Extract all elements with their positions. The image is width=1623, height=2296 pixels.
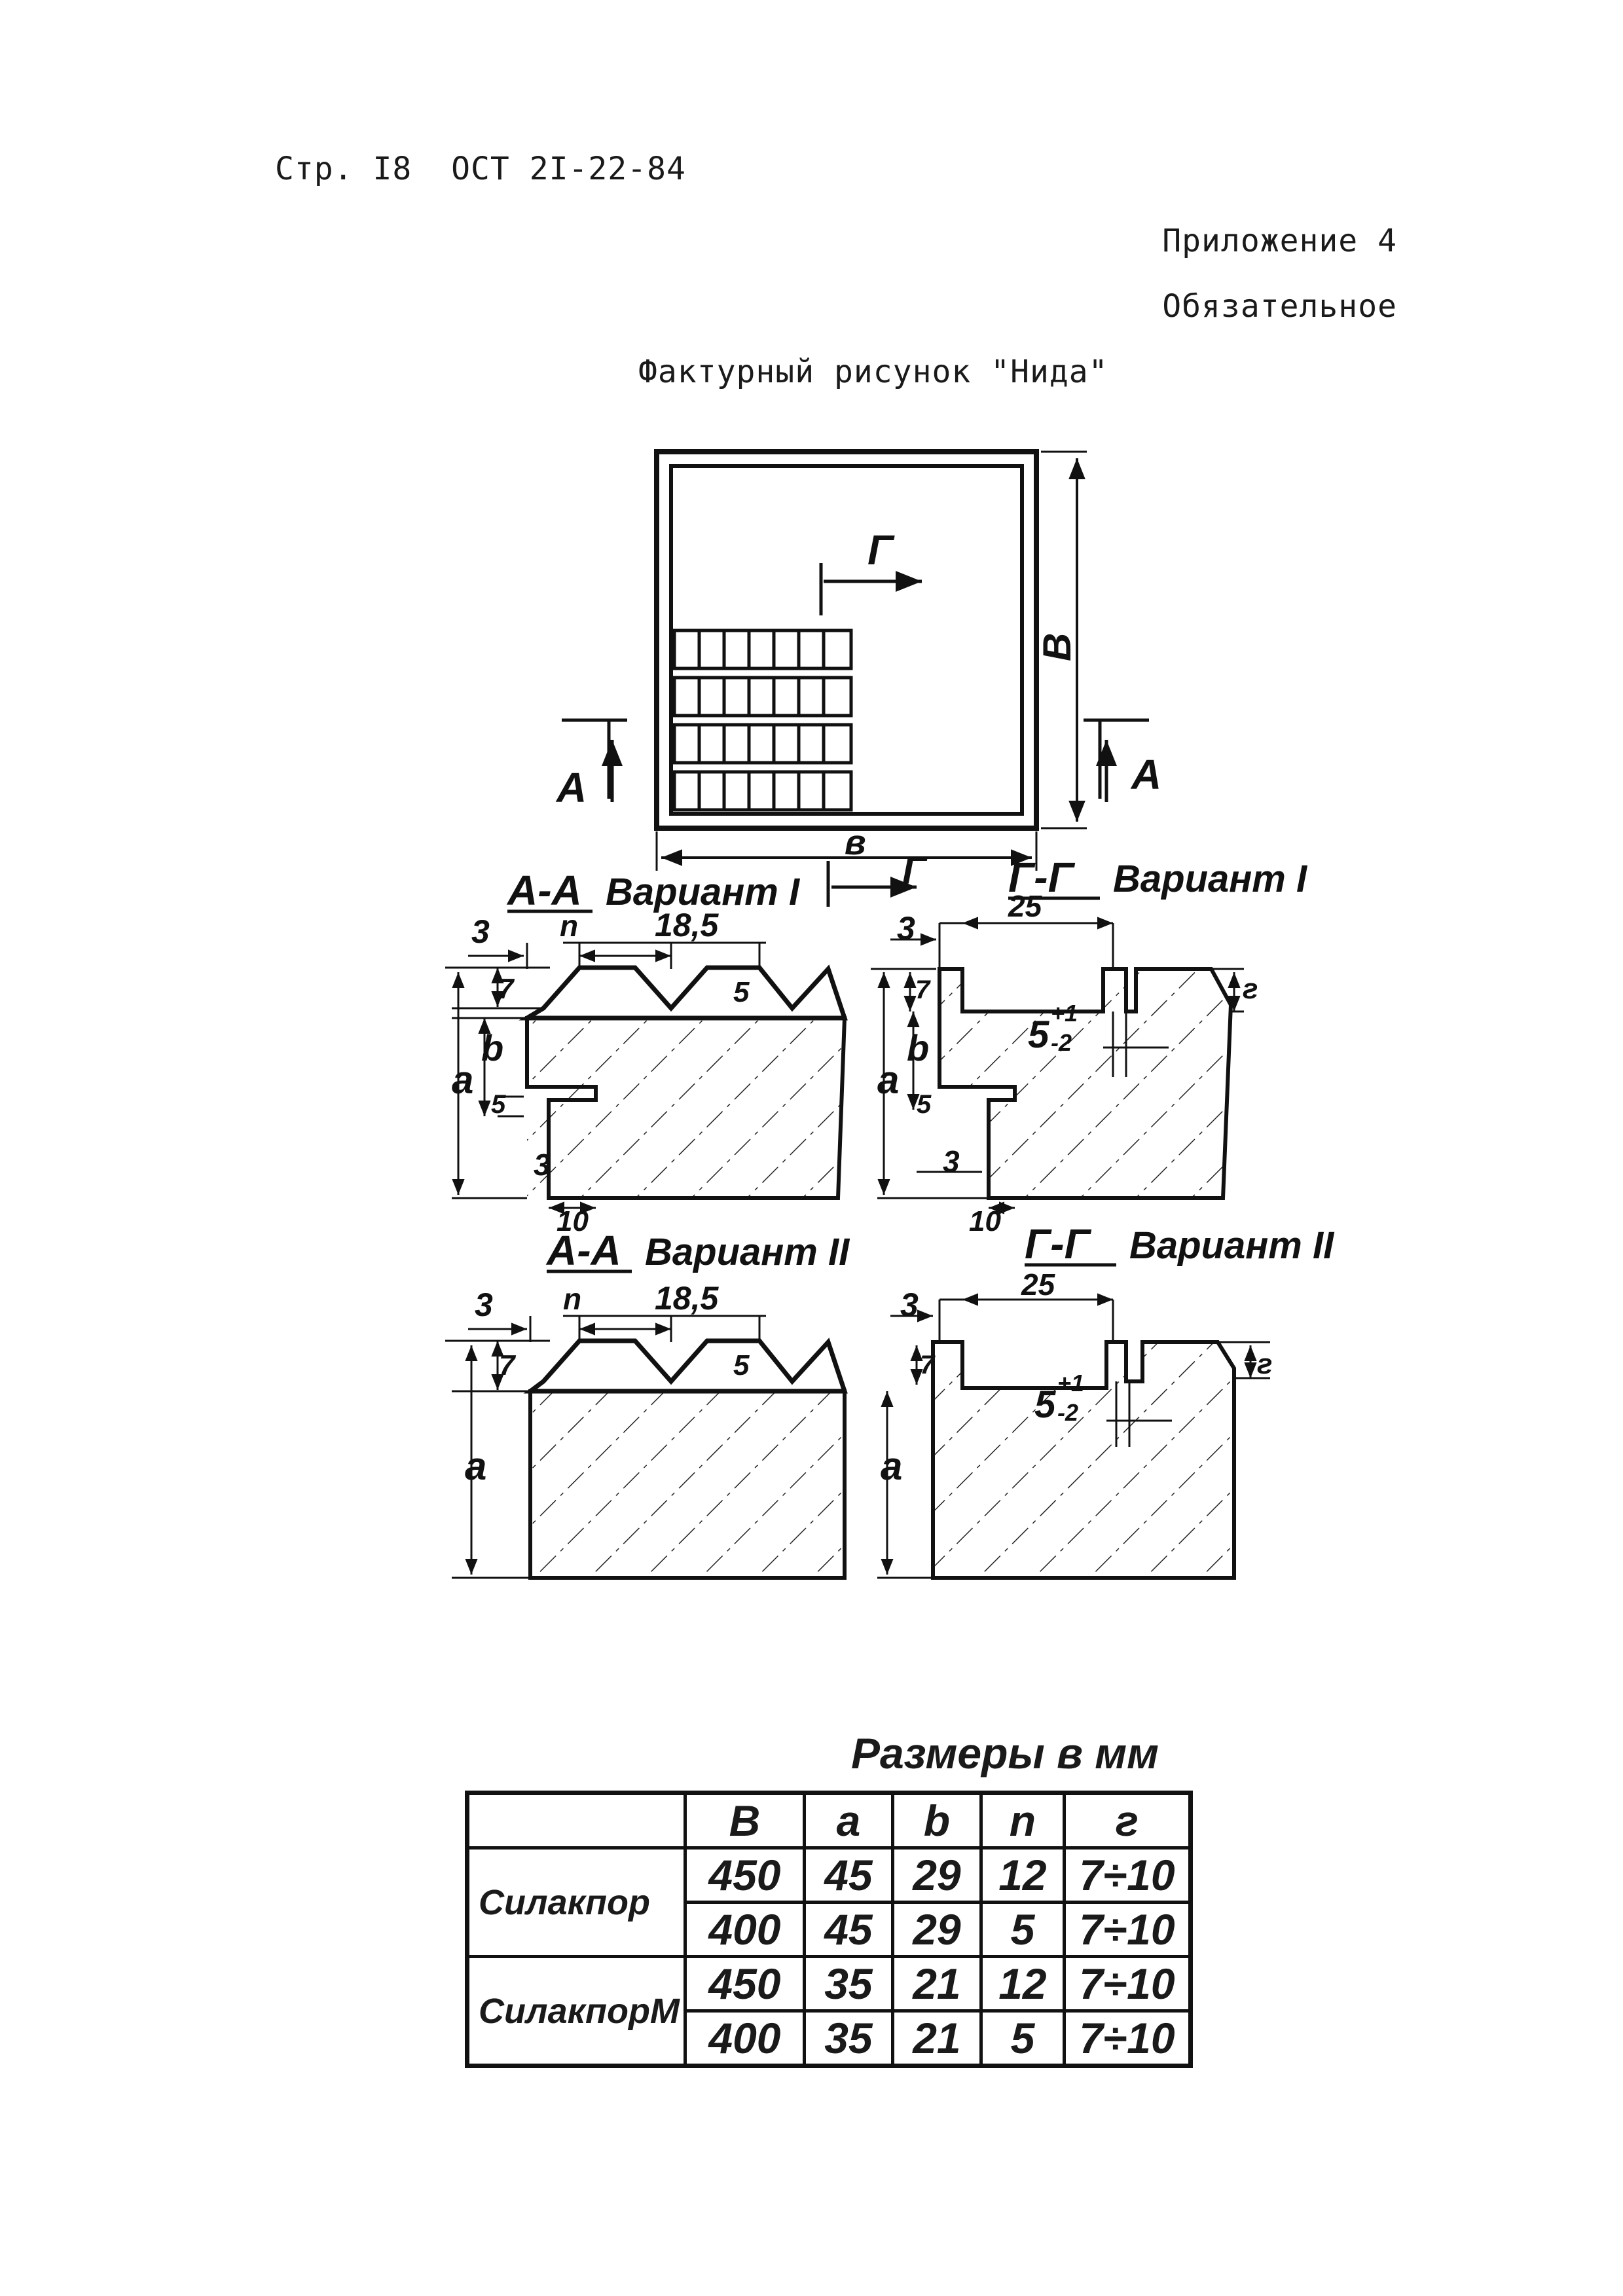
dim-tol: 5 — [1034, 1383, 1056, 1426]
table-cell: 35 — [802, 2009, 894, 2068]
dim-top: 7 — [920, 1351, 936, 1379]
dim-depth: 5 — [733, 1349, 750, 1381]
material-cell: СилакпорМ — [465, 1955, 687, 2068]
header-cell: г — [1062, 1791, 1192, 1850]
dim-step: 5 — [917, 1090, 932, 1119]
section-aa-variant-1: А-А Вариант I 3 n 18,5 7 5 a b 5 3 10 — [445, 867, 848, 1237]
document-code: ОСТ 2I-22-84 — [451, 151, 686, 187]
dim-width: 10 — [969, 1205, 1001, 1237]
section-mark-a-left: А — [555, 764, 587, 811]
dim-width: 10 — [556, 1205, 589, 1237]
plan-view — [562, 449, 1149, 907]
section-title: Г-Г — [1025, 1220, 1092, 1267]
texture-grid — [672, 629, 853, 812]
technical-drawing: В в А А Г Г А-А Вариант I 3 n 18,5 7 5 a… — [445, 449, 1335, 1580]
section-variant: Вариант II — [645, 1231, 850, 1273]
dim-depth: 5 — [733, 976, 750, 1008]
dim-label-width: в — [845, 823, 866, 862]
table-cell: 12 — [979, 1846, 1066, 1904]
dim-offset: 25 — [1008, 889, 1043, 923]
dim-tol-up: +1 — [1057, 1370, 1084, 1396]
table-row: СилакпорМ 450 35 21 12 7÷10 — [465, 1955, 1192, 2068]
dim-label-height: В — [1035, 633, 1079, 661]
table-caption: Размеры в мм — [851, 1729, 1159, 1777]
appendix-label: Приложение 4 — [1162, 223, 1397, 259]
section-mark-g-bottom: Г — [902, 848, 928, 892]
dim-top: 7 — [915, 975, 931, 1004]
section-variant: Вариант I — [1113, 858, 1308, 900]
dim-edge: 3 — [471, 913, 490, 950]
dim-lip: 3 — [943, 1144, 960, 1178]
section-mark-a-right: А — [1130, 751, 1161, 798]
dim-top: 7 — [498, 973, 515, 1005]
dim-pitch: 18,5 — [655, 1280, 720, 1317]
dim-tol-down: -2 — [1057, 1399, 1078, 1426]
table-cell: 400 — [683, 1901, 806, 1958]
header-cell: a — [802, 1791, 894, 1850]
dim-tol: 5 — [1028, 1013, 1049, 1056]
table-row: 400 35 21 5 7÷10 — [467, 2009, 1192, 2068]
header-cell — [465, 1791, 687, 1850]
page-header: Стр. I8 ОСТ 2I-22-84 — [275, 151, 686, 187]
section-title: А-А — [506, 867, 582, 914]
table-row: 400 45 29 5 7÷10 — [467, 1901, 1192, 1958]
dim-b: b — [481, 1027, 503, 1068]
document-title: Фактурный рисунок "Нида" — [638, 354, 1108, 390]
material-cell: Силакпор — [465, 1846, 687, 1958]
dim-a: a — [465, 1444, 486, 1488]
table-cell: 400 — [683, 2009, 806, 2068]
dim-n: n — [560, 909, 578, 943]
section-mark-g-top: Г — [867, 526, 895, 574]
dim-a: a — [452, 1058, 473, 1102]
dim-pitch: 18,5 — [655, 907, 720, 943]
dim-edge: 3 — [897, 910, 915, 947]
table-cell: 7÷10 — [1062, 1846, 1192, 1904]
section-aa-variant-2: А-А Вариант II 3 n 18,5 7 5 a — [445, 1227, 850, 1580]
table-cell: 7÷10 — [1062, 1955, 1192, 2013]
header-cell: n — [979, 1791, 1066, 1850]
dim-lip: 3 — [534, 1148, 551, 1182]
table-cell: 45 — [802, 1901, 894, 1958]
page-number: Стр. I8 — [275, 151, 412, 187]
dim-g: г — [1243, 973, 1258, 1005]
dim-tol-up: +1 — [1051, 1000, 1078, 1027]
table-header-row: В a b n г — [465, 1791, 1192, 1850]
table-cell: 21 — [890, 2009, 983, 2068]
table-cell: 5 — [979, 2009, 1066, 2068]
table-row: Силакпор 450 45 29 12 7÷10 — [465, 1846, 1192, 1958]
dim-edge: 3 — [475, 1286, 493, 1323]
dim-edge: 3 — [900, 1286, 919, 1323]
section-title: Г-Г — [1008, 854, 1076, 901]
section-title: А-А — [545, 1227, 621, 1274]
table-cell: 450 — [683, 1846, 806, 1904]
dim-g: г — [1257, 1348, 1272, 1380]
section-variant: Вариант I — [606, 871, 801, 913]
table-cell: 35 — [802, 1955, 894, 2013]
table-cell: 12 — [979, 1955, 1066, 2013]
appendix-status: Обязательное — [1162, 288, 1397, 325]
table-cell: 450 — [683, 1955, 806, 2013]
header-cell: b — [890, 1791, 983, 1850]
dim-step: 5 — [491, 1090, 506, 1119]
table-cell: 29 — [890, 1901, 983, 1958]
table-cell: 7÷10 — [1062, 2009, 1192, 2068]
header-cell: В — [683, 1791, 806, 1850]
table-cell: 7÷10 — [1062, 1901, 1192, 1958]
table-cell: 5 — [979, 1901, 1066, 1958]
dim-top: 7 — [499, 1349, 517, 1381]
section-gg-variant-1: Г-Г Вариант I 3 25 7 г 5 +1 -2 a b 5 3 1… — [871, 854, 1308, 1237]
dim-a: a — [881, 1444, 902, 1488]
dim-b: b — [907, 1027, 929, 1068]
dim-tol-down: -2 — [1051, 1029, 1072, 1056]
dim-n: n — [563, 1282, 581, 1316]
table-cell: 29 — [890, 1846, 983, 1904]
dimensions-table: В a b n г Силакпор 450 45 29 12 7÷10 400… — [465, 1791, 1193, 2068]
dim-offset: 25 — [1021, 1267, 1056, 1302]
table-cell: 45 — [802, 1846, 894, 1904]
section-variant: Вариант II — [1129, 1224, 1335, 1267]
table-cell: 21 — [890, 1955, 983, 2013]
dim-a: a — [877, 1058, 899, 1102]
section-gg-variant-2: Г-Г Вариант II 3 25 7 г 5 +1 -2 a — [877, 1220, 1335, 1580]
